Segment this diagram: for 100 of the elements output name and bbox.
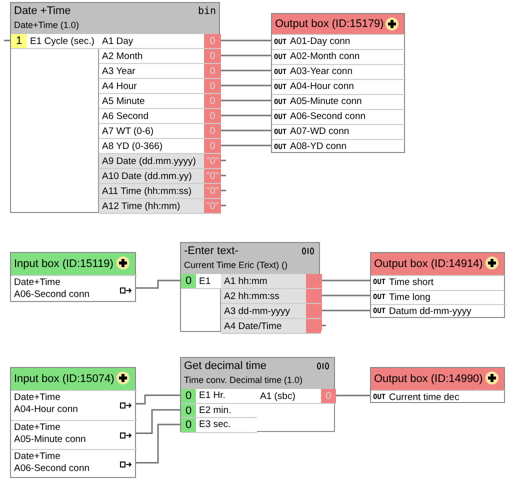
output-row bbox=[99, 124, 221, 139]
output-row bbox=[221, 319, 321, 334]
output-value: 0 bbox=[204, 139, 221, 153]
output-value: "0" bbox=[204, 184, 221, 198]
output-row bbox=[99, 139, 221, 154]
connector-line bbox=[220, 40, 271, 42]
output-row bbox=[99, 169, 221, 184]
connector-line bbox=[220, 130, 271, 132]
output-row bbox=[99, 64, 221, 79]
output-label: A6 Second bbox=[102, 110, 148, 124]
connector-row bbox=[371, 304, 506, 318]
connector-label: A08-YD conn bbox=[290, 140, 347, 154]
output-label: A4 Date/Time bbox=[224, 320, 282, 334]
connector-label: A05-Minute conn bbox=[290, 95, 362, 109]
output-value: 0 bbox=[204, 49, 221, 63]
input-label: E1 Cycle (sec.) bbox=[30, 35, 94, 49]
connector-line bbox=[220, 54, 271, 56]
connector-line bbox=[136, 409, 180, 434]
box-title: Output box (ID:14914) bbox=[374, 257, 483, 272]
connector-line bbox=[320, 310, 370, 312]
connector-source: Date+Time bbox=[14, 422, 60, 432]
input-value: 0 bbox=[181, 418, 196, 432]
output-label: A7 WT (0-6) bbox=[102, 125, 154, 139]
input-row bbox=[181, 274, 221, 289]
connector-label: Current time dec bbox=[389, 391, 460, 404]
connector-line bbox=[220, 144, 271, 146]
output-row bbox=[99, 154, 221, 169]
connector-label: A02-Month conn bbox=[290, 50, 360, 64]
connector-source: Date+Time bbox=[14, 452, 60, 462]
output-row bbox=[221, 304, 321, 319]
output-label: A11 Time (hh:mm:ss) bbox=[102, 185, 192, 199]
output-row bbox=[99, 199, 221, 214]
function-block bbox=[180, 242, 320, 332]
input-label: E3 sec. bbox=[199, 418, 231, 432]
output-label: A1 Day bbox=[102, 35, 134, 49]
output-box bbox=[370, 367, 505, 403]
input-box bbox=[10, 367, 136, 478]
input-row bbox=[181, 418, 257, 433]
output-row bbox=[99, 34, 221, 49]
box-title: Output box (ID:15179) bbox=[275, 17, 384, 32]
input-value: 0 bbox=[181, 389, 196, 403]
block-title: Date +Time bbox=[14, 6, 71, 17]
input-box bbox=[10, 252, 136, 302]
output-label: A3 dd-mm-yyyy bbox=[224, 305, 290, 319]
output-row bbox=[257, 389, 336, 404]
connector-line bbox=[220, 100, 271, 102]
output-value: 0 bbox=[204, 124, 221, 138]
connector-line bbox=[320, 294, 370, 296]
output-row bbox=[99, 49, 221, 64]
output-box bbox=[370, 252, 505, 318]
block-subtitle: Date+Time (1.0) bbox=[14, 21, 79, 30]
input-label: E2 min. bbox=[199, 404, 232, 418]
output-row bbox=[99, 109, 221, 124]
output-value: 0 bbox=[204, 79, 221, 93]
output-label: A1 (sbc) bbox=[260, 390, 296, 404]
output-row bbox=[99, 79, 221, 94]
output-value: 0 bbox=[204, 109, 221, 123]
connector-row bbox=[272, 34, 406, 49]
output-label: A5 Minute bbox=[102, 95, 145, 109]
connector-line bbox=[220, 84, 271, 86]
connector-source: Date+Time bbox=[14, 393, 60, 402]
box-title: Input box (ID:15074) bbox=[14, 372, 114, 387]
output-value: 0 bbox=[204, 34, 221, 48]
output-label: A8 YD (0-366) bbox=[102, 140, 163, 154]
function-block bbox=[180, 357, 335, 432]
input-label: E1 bbox=[199, 275, 211, 289]
box-title: Output box (ID:14990) bbox=[374, 372, 483, 387]
connector-label: A05-Minute conn bbox=[14, 434, 86, 444]
output-value: "0" bbox=[204, 154, 221, 168]
box-title: Input box (ID:15119) bbox=[14, 257, 114, 272]
input-value: 0 bbox=[181, 404, 196, 418]
connector-line bbox=[136, 424, 180, 464]
connector-label: A06-Second conn bbox=[290, 110, 366, 124]
output-value: 0 bbox=[321, 389, 336, 403]
connector-label: A04-Hour conn bbox=[14, 405, 78, 414]
input-row bbox=[181, 404, 257, 418]
output-label: A1 hh:mm bbox=[224, 275, 268, 289]
output-row bbox=[99, 184, 221, 199]
connector-line bbox=[320, 280, 370, 282]
type-tag: bin bbox=[198, 7, 216, 17]
output-value: 0 bbox=[204, 64, 221, 78]
output-label: A3 Year bbox=[102, 65, 136, 79]
output-value: "0" bbox=[204, 169, 221, 183]
connector-line bbox=[220, 70, 271, 72]
connector-label: Datum dd-mm-yyyy bbox=[389, 305, 472, 318]
connector-source: Date+Time bbox=[14, 278, 60, 288]
output-label: A9 Date (dd.mm.yyyy) bbox=[102, 155, 196, 169]
connector-label: A01-Day conn bbox=[290, 35, 350, 49]
connector-label: A03-Year conn bbox=[290, 65, 353, 79]
output-label: A12 Time (hh:mm) bbox=[102, 200, 180, 214]
connector-label: A06-Second conn bbox=[14, 464, 90, 474]
output-row bbox=[221, 289, 321, 304]
output-row bbox=[221, 274, 321, 289]
block-subtitle: Current Time Eric (Text) () bbox=[184, 261, 288, 270]
output-box bbox=[271, 13, 405, 153]
input-value: 0 bbox=[181, 274, 196, 288]
connector-label: A07-WD conn bbox=[290, 125, 350, 139]
connector-line bbox=[335, 394, 370, 396]
connector-label: Time short bbox=[389, 276, 434, 290]
output-label: A4 Hour bbox=[102, 80, 137, 94]
